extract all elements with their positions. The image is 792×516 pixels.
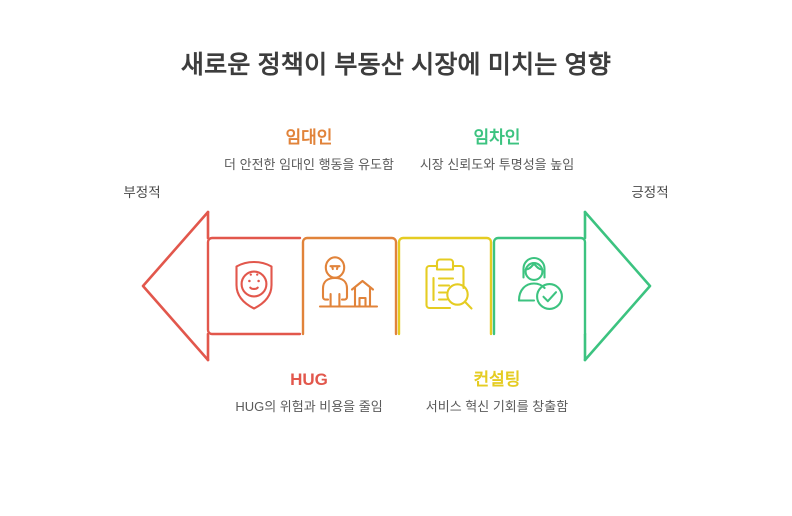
callout-landlord-description: 더 안전한 임대인 행동을 유도함 [224, 157, 394, 173]
left-arrowhead [141, 210, 210, 362]
callout-consulting-description: 서비스 혁신 기회를 창출함 [425, 399, 569, 415]
callout-tenant-title: 임차인 [473, 128, 521, 147]
segment-tenant[interactable] [492, 236, 587, 336]
axis-label-positive: 긍정적 [631, 185, 669, 200]
callout-hug: HUG HUG의 위험과 비용을 줄임 [216, 369, 402, 417]
shield-baby-icon [235, 260, 273, 310]
person-check-icon [517, 257, 563, 310]
callout-landlord: 임대인 더 안전한 임대인 행동을 유도함 [216, 127, 402, 175]
segment-consulting[interactable] [397, 236, 493, 336]
callout-hug-description: HUG의 위험과 비용을 줄임 [235, 399, 383, 415]
page-title: 새로운 정책이 부동산 시장에 미치는 영향 [180, 51, 612, 79]
person-house-icon [318, 256, 379, 308]
callout-hug-title: HUG [290, 370, 328, 389]
clipboard-search-icon [425, 258, 473, 310]
axis-label-negative: 부정적 [123, 185, 161, 200]
callout-tenant-description: 시장 신뢰도와 투명성을 높임 [419, 157, 575, 173]
callout-landlord-title: 임대인 [285, 128, 333, 147]
callout-tenant: 임차인 시장 신뢰도와 투명성을 높임 [404, 127, 590, 175]
segment-hug[interactable] [206, 236, 302, 336]
callout-consulting: 컨설팅 서비스 혁신 기회를 창출함 [404, 369, 590, 417]
callout-consulting-title: 컨설팅 [473, 370, 521, 389]
right-arrowhead [583, 210, 652, 362]
segment-landlord[interactable] [301, 236, 398, 336]
